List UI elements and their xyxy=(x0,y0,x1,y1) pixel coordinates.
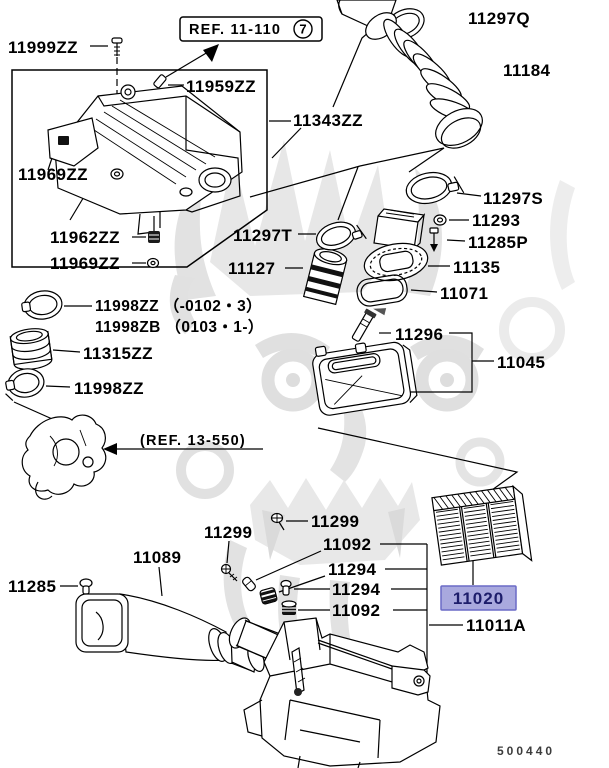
pin-icon-11092-a xyxy=(242,576,256,592)
part-label-11020[interactable]: 11020 xyxy=(453,589,504,608)
part-label-11969zz-b: 11969ZZ xyxy=(50,254,120,273)
part-label-11045: 11045 xyxy=(497,353,545,372)
throttle-body-sketch xyxy=(21,414,107,500)
part-label-11959zz: 11959ZZ xyxy=(186,77,256,96)
part-label-11296: 11296 xyxy=(395,325,443,344)
screw-icon-11299-right xyxy=(270,512,285,531)
bolt-icon-11962 xyxy=(148,231,160,243)
grommet-icon-11092-b xyxy=(281,600,297,615)
part-label-11998zz: 11998ZZ xyxy=(74,379,144,398)
part-label-11297q: 11297Q xyxy=(468,9,530,28)
clamp-icon-11998-upper xyxy=(21,290,63,320)
part-label-11285: 11285 xyxy=(8,577,56,596)
screw-icon-11999 xyxy=(111,37,123,56)
ref-box-circled-number: 7 xyxy=(299,22,306,37)
clamp-icon-11998-lower xyxy=(5,368,45,401)
part-label-11297s: 11297S xyxy=(483,189,543,208)
part-label-11998zz-range: 11998ZZ （-0102・3） xyxy=(95,297,262,315)
ref13-arrow-head xyxy=(103,443,117,455)
nut-icon-11293 xyxy=(433,214,447,226)
part-label-11299-b: 11299 xyxy=(311,512,359,531)
part-labels: 11999ZZ 11959ZZ 11343ZZ 11297Q 11184 119… xyxy=(8,9,551,635)
part-label-11294-a: 11294 xyxy=(328,560,376,579)
hose-drawing-11315 xyxy=(9,328,53,370)
part-label-11294-b: 11294 xyxy=(332,580,380,599)
part-label-11299-a: 11299 xyxy=(204,523,252,542)
resonator-drawing-11127 xyxy=(302,248,348,306)
highlight-box[interactable] xyxy=(440,585,517,611)
bolt-icon-11294-b xyxy=(280,579,292,596)
part-label-11315zz: 11315ZZ xyxy=(83,344,153,363)
part-label-11962zz: 11962ZZ xyxy=(50,228,120,247)
part-label-11071: 11071 xyxy=(440,284,488,303)
part-label-11089: 11089 xyxy=(133,548,181,567)
part-label-11135: 11135 xyxy=(453,258,500,277)
grommet-icon-11294-a xyxy=(259,587,278,605)
part-label-11969zz-a: 11969ZZ xyxy=(18,165,88,184)
highlighted-part-11020[interactable]: 11020 xyxy=(440,585,517,611)
part-label-11184: 11184 xyxy=(503,61,551,80)
pin-icon-11959 xyxy=(153,74,167,89)
clamp-icon-11297t xyxy=(315,221,367,251)
air-box-assembly-drawing xyxy=(47,84,243,235)
part-label-11343zz: 11343ZZ xyxy=(293,111,363,130)
part-label-11293: 11293 xyxy=(472,211,520,230)
gasket-drawing-11071 xyxy=(356,274,408,307)
part-label-11011a: 11011A xyxy=(466,616,526,635)
part-label-11285p: 11285P xyxy=(468,233,528,252)
screw-icon-11299-left xyxy=(220,563,238,582)
pin-icon-11296 xyxy=(351,308,387,342)
airflow-sensor-drawing xyxy=(363,208,429,282)
part-label-11297t: 11297T xyxy=(233,226,292,245)
corrugated-hose-drawing xyxy=(365,12,483,149)
ref-13-550-text: (REF. 13-550) xyxy=(140,433,246,449)
part-label-11127: 11127 xyxy=(228,259,275,278)
nut-icon-11969-b xyxy=(146,257,160,269)
nut-icon-11969-a xyxy=(110,168,124,180)
ref-arrow-head xyxy=(203,44,219,62)
diagram-code: 500440 xyxy=(497,744,555,758)
part-label-11092-a: 11092 xyxy=(323,535,371,554)
ref-box-11-110: REF. 11-110 7 xyxy=(179,16,323,42)
air-filter-element-drawing xyxy=(431,484,533,566)
air-cleaner-body-drawing xyxy=(228,617,441,768)
clamp-icon-11297s xyxy=(405,171,465,205)
part-label-11999zz: 11999ZZ xyxy=(8,38,78,57)
air-cleaner-cover-drawing xyxy=(312,341,418,416)
bolt-icon-11285p xyxy=(429,227,439,252)
clip-icon-11285 xyxy=(79,578,93,595)
ref-box-text: REF. 11-110 xyxy=(189,22,281,38)
part-label-11092-b: 11092 xyxy=(332,601,380,620)
part-label-11998zb-range: 11998ZB （0103・1-） xyxy=(95,318,264,336)
